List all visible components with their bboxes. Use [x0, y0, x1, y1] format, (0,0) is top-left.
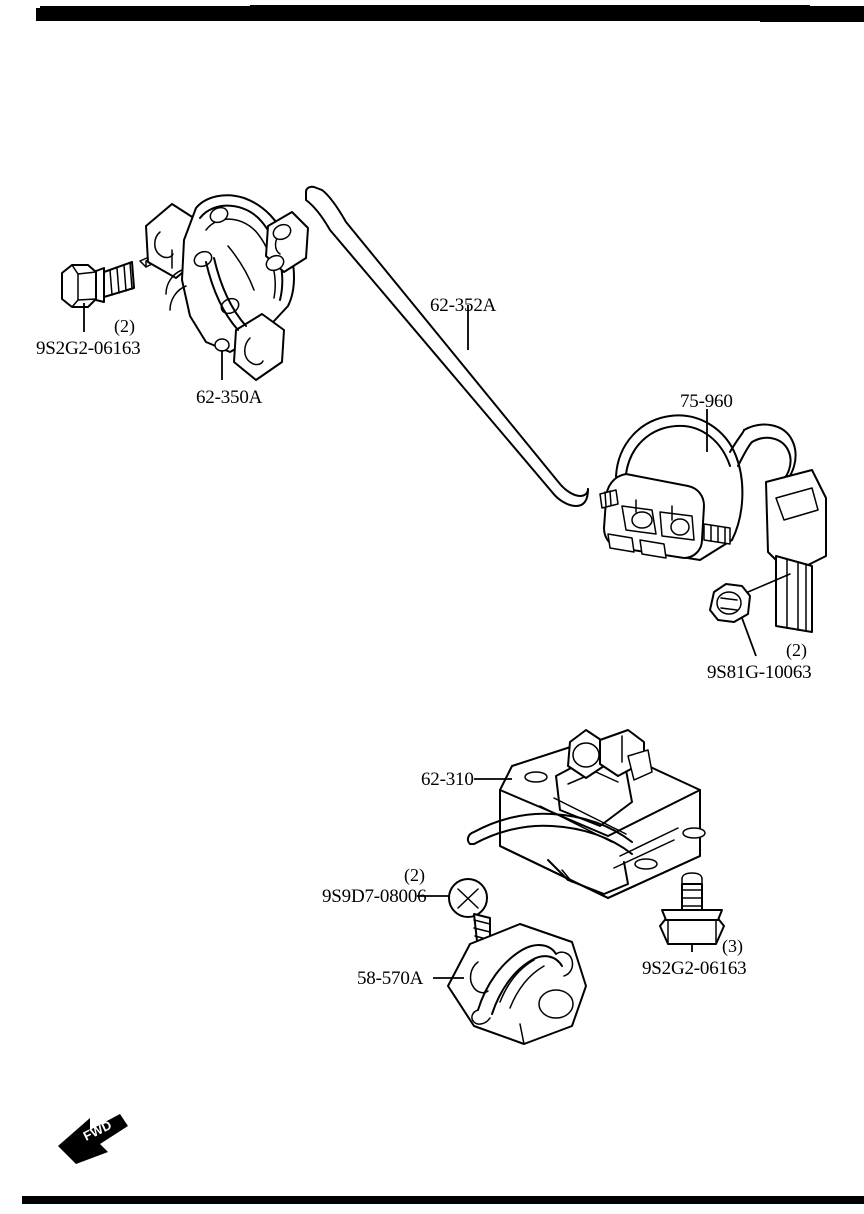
- callout-label-nut-lock-cylinder: 9S81G-10063: [707, 662, 812, 683]
- fwd-arrow: FWD: [58, 1114, 128, 1164]
- part-62-310-latch-assembly: [466, 729, 706, 899]
- part-75-960-lock-cylinder: [599, 409, 827, 633]
- callout-qty-screw-striker: (2): [404, 865, 425, 885]
- part-62-352a-release-rod: [305, 185, 589, 507]
- callout-label-screw-striker: 9S9D7-08006: [322, 886, 427, 907]
- part-58-570a-striker: [433, 923, 587, 1045]
- callout-label-release-handle: 62-350A: [196, 387, 263, 408]
- callout-qty-nut-lock-cylinder: (2): [786, 640, 807, 660]
- part-62-350a-release-handle: [145, 194, 309, 381]
- callout-qty-bolt-upper-left: (2): [114, 316, 135, 336]
- page-edge-top-bar: [36, 5, 864, 22]
- callout-label-latch-assembly: 62-310: [421, 769, 474, 790]
- callout-label-bolt-upper-left: 9S2G2-06163: [36, 338, 141, 359]
- callout-label-release-rod: 62-352A: [430, 295, 497, 316]
- nut-9s81g-10063: [709, 573, 791, 657]
- bolt-9s2g2-06163-lower-right: [659, 872, 725, 952]
- callout-label-lock-cylinder: 75-960: [680, 391, 733, 412]
- page-edge-bottom-bar: [22, 1196, 864, 1204]
- callout-qty-bolt-lower-right: (3): [722, 936, 743, 956]
- bolt-9s2g2-06163-upper-left: [61, 253, 161, 332]
- callout-label-bolt-lower-right: 9S2G2-06163: [642, 958, 747, 979]
- callout-label-striker: 58-570A: [357, 968, 424, 989]
